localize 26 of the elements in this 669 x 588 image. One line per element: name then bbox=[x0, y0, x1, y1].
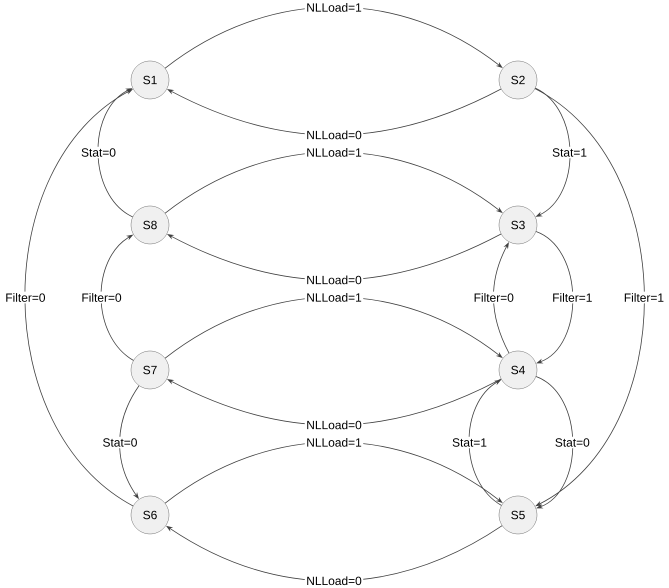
arrow bbox=[98, 88, 133, 218]
edge-label: Stat=0 bbox=[101, 436, 139, 448]
edge-label: Stat=0 bbox=[80, 146, 118, 158]
edge-label: Filter=0 bbox=[4, 292, 47, 304]
edge-label: Stat=1 bbox=[450, 436, 488, 448]
edge-label: Stat=1 bbox=[550, 146, 588, 158]
edge-label: NLLoad=0 bbox=[304, 129, 364, 141]
arrow bbox=[534, 88, 645, 506]
arrow bbox=[100, 234, 134, 361]
edge-label: Filter=0 bbox=[472, 292, 516, 304]
edge-label: NLLoad=0 bbox=[304, 419, 364, 431]
edge-label: NLLoad=1 bbox=[304, 146, 364, 158]
edge-label: Filter=1 bbox=[550, 292, 594, 304]
edge-label: Filter=1 bbox=[622, 292, 666, 304]
edge-label: NLLoad=1 bbox=[304, 291, 364, 304]
arrow bbox=[468, 380, 502, 506]
edge-label: Filter=0 bbox=[80, 292, 124, 304]
arrow bbox=[535, 88, 570, 217]
edge-label: Stat=0 bbox=[553, 436, 592, 448]
edge-label: NLLoad=1 bbox=[304, 1, 364, 14]
arrow bbox=[536, 231, 574, 364]
arrow bbox=[24, 89, 134, 506]
arrow bbox=[536, 376, 574, 508]
edge-label: NLLoad=0 bbox=[304, 574, 364, 587]
edge-label: NLLoad=1 bbox=[304, 436, 364, 448]
edge-label: NLLoad=0 bbox=[304, 274, 364, 286]
